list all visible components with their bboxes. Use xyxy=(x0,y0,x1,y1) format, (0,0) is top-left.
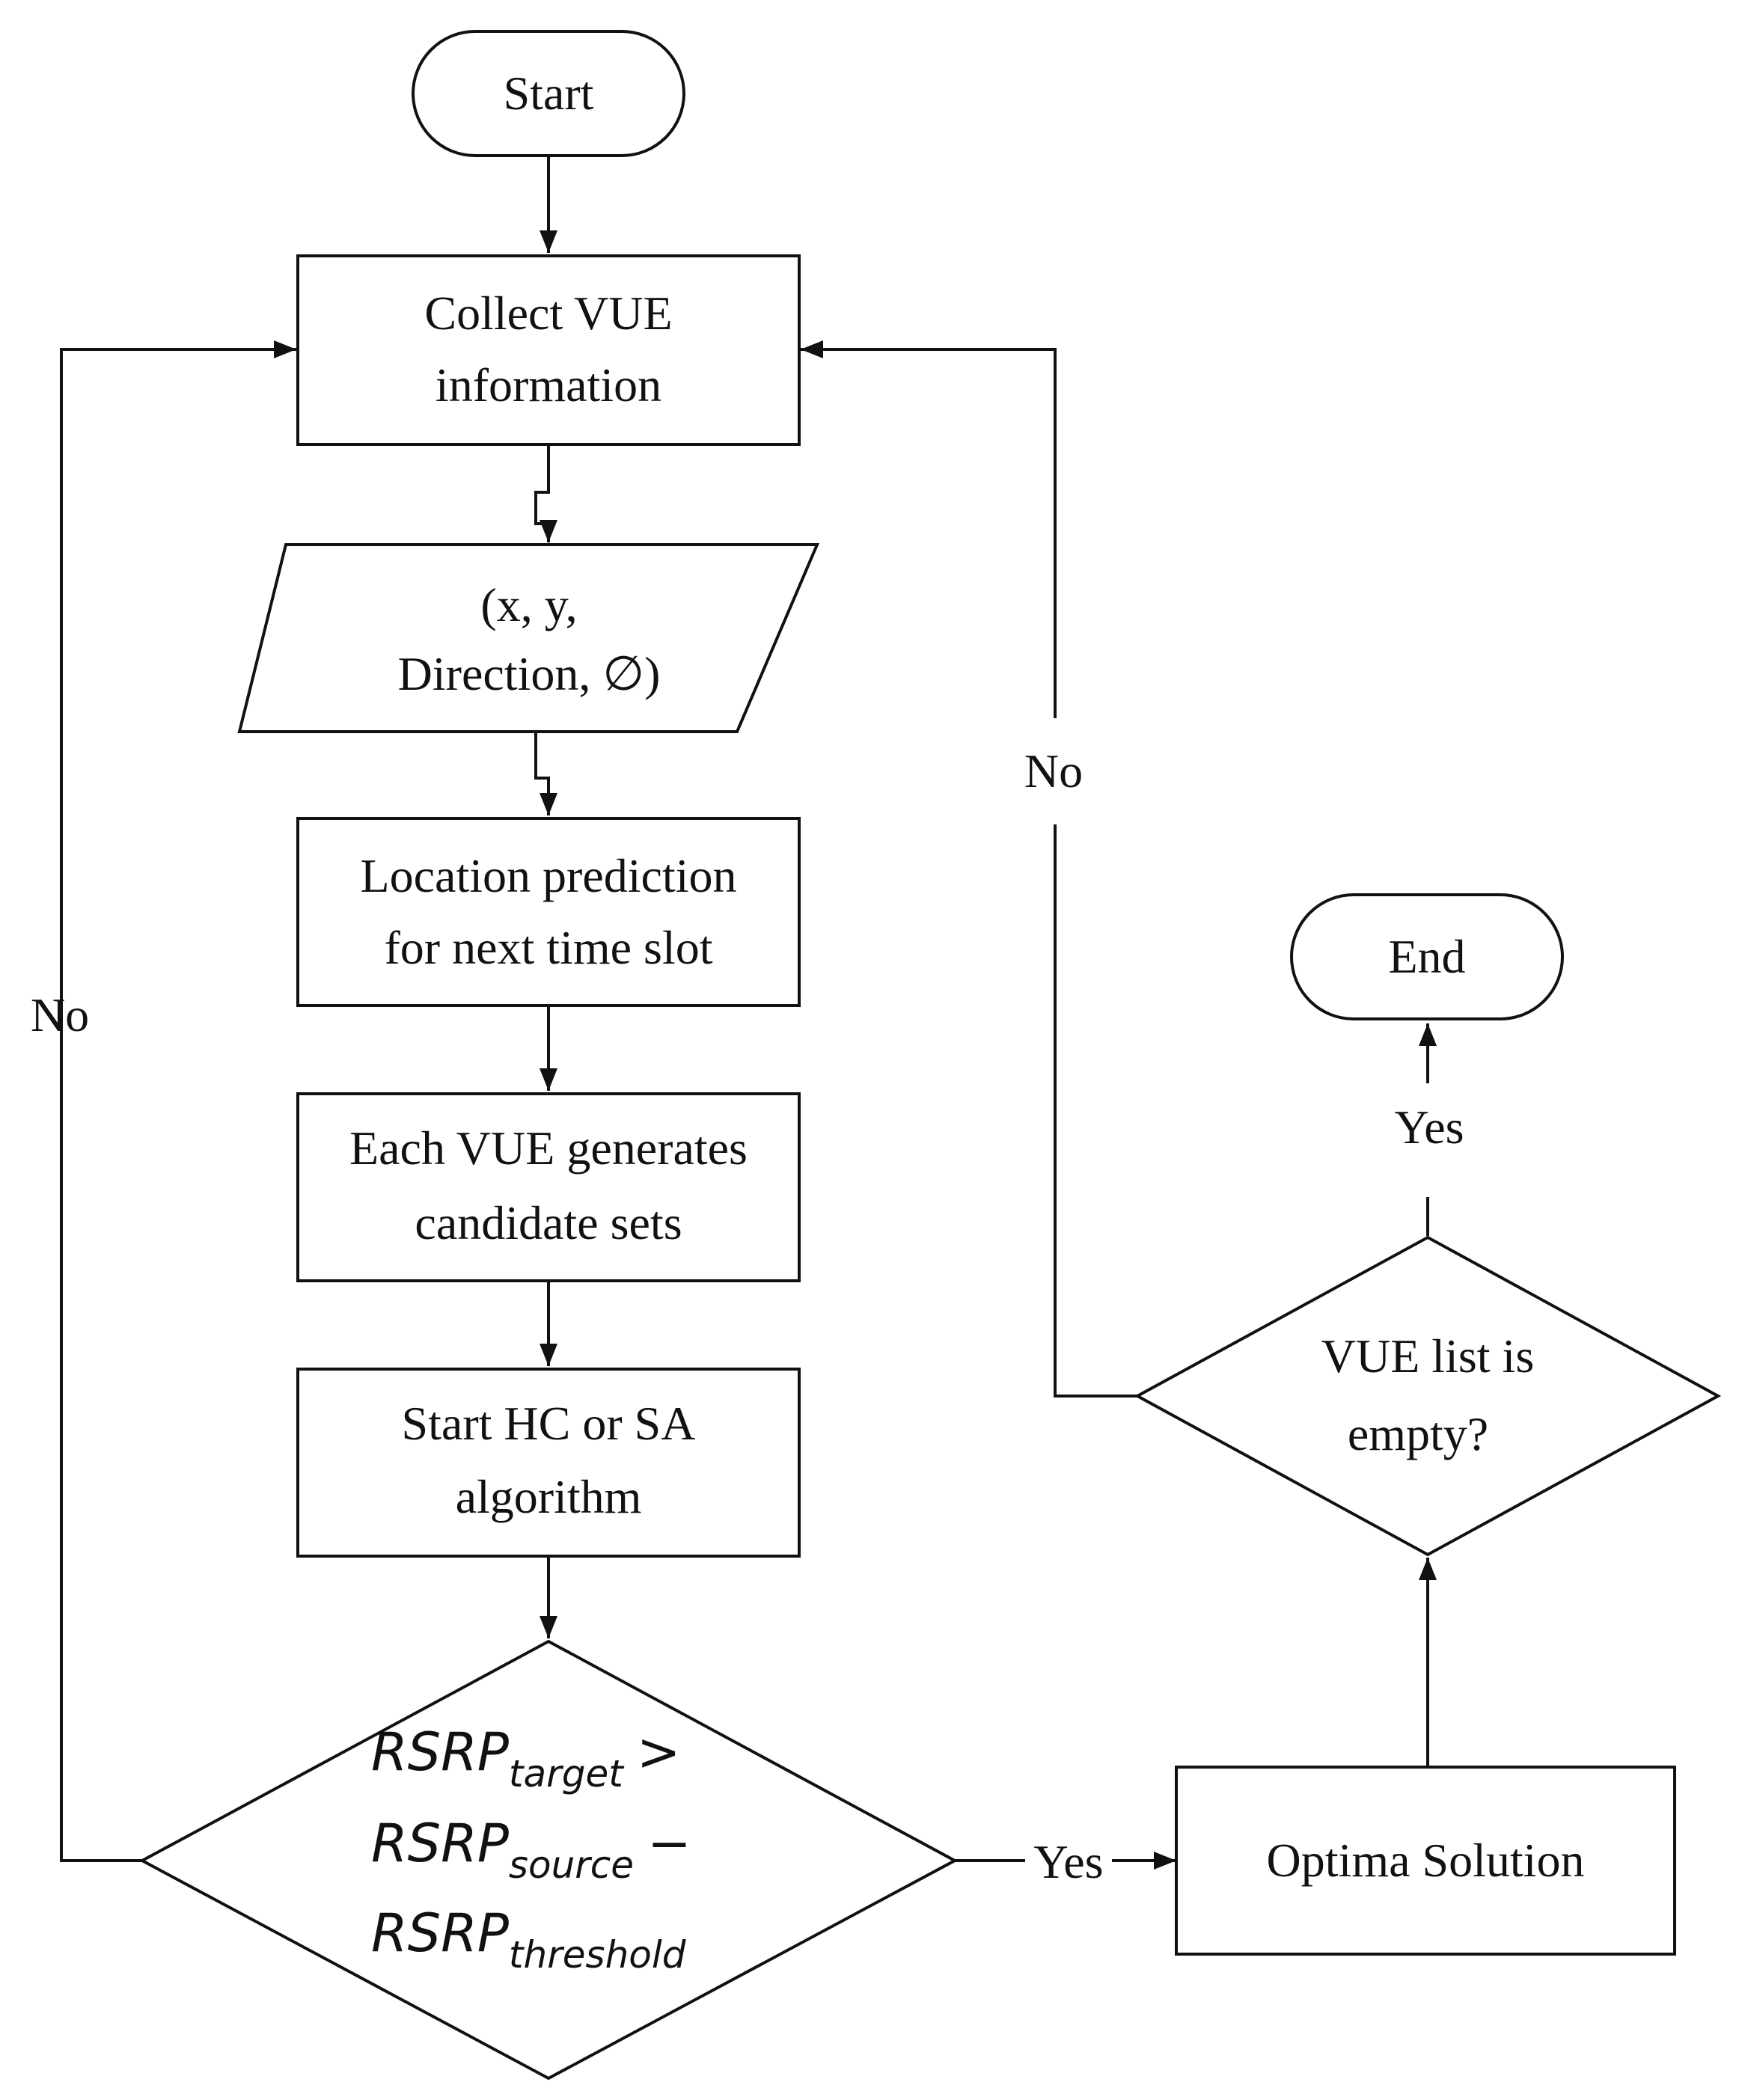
node-predict: Location prediction for next time slot xyxy=(296,817,801,1007)
edge-label-empty-no: No xyxy=(1024,744,1083,798)
node-candidates-line1: Each VUE generates xyxy=(349,1121,748,1175)
node-candidates-line2: candidate sets xyxy=(415,1196,682,1249)
node-decision-empty: VUE list is empty? xyxy=(1134,1235,1722,1557)
node-optimal: Optima Solution xyxy=(1175,1766,1676,1956)
node-input-line1: (x, y, xyxy=(480,578,577,631)
node-predict-line2: for next time slot xyxy=(384,921,712,974)
decision-rsrp-line1: RSRPtarget> xyxy=(371,1721,680,1796)
node-input: (x, y, Direction, ∅) xyxy=(237,543,820,733)
node-candidates: Each VUE generates candidate sets xyxy=(296,1092,801,1282)
node-collect-line2: information xyxy=(436,358,661,411)
node-predict-line1: Location prediction xyxy=(361,849,737,902)
node-end: End xyxy=(1290,893,1564,1020)
node-decision-empty-line1: VUE list is xyxy=(1321,1329,1534,1383)
edges xyxy=(60,156,1437,1870)
edge-label-empty-yes: Yes xyxy=(1394,1100,1464,1154)
edge-input-to-predict xyxy=(534,733,557,815)
node-algorithm: Start HC or SA algorithm xyxy=(296,1368,801,1558)
edge-empty-no-upper xyxy=(801,340,1057,718)
node-optimal-label: Optima Solution xyxy=(1267,1834,1585,1887)
edge-rsrp-no-loop xyxy=(60,340,296,1862)
node-collect-line1: Collect VUE xyxy=(424,287,672,340)
node-algorithm-line1: Start HC or SA xyxy=(402,1397,696,1450)
edge-collect-to-input xyxy=(534,445,557,542)
node-decision-rsrp: RSRPtarget> RSRPsource− RSRPthreshold xyxy=(138,1639,959,2081)
node-end-label: End xyxy=(1388,930,1465,983)
node-input-line2: Direction, ∅) xyxy=(398,647,661,700)
node-start-label: Start xyxy=(504,67,594,120)
decision-rsrp-line3: RSRPthreshold xyxy=(371,1902,686,1977)
node-collect: Collect VUE information xyxy=(296,254,801,446)
decision-rsrp-line2: RSRPsource− xyxy=(371,1813,691,1887)
node-start: Start xyxy=(412,30,685,157)
edge-label-rsrp-yes: Yes xyxy=(1033,1835,1103,1888)
edge-empty-no-lower xyxy=(1054,824,1137,1398)
node-decision-empty-line2: empty? xyxy=(1348,1407,1488,1460)
node-algorithm-line2: algorithm xyxy=(456,1470,642,1523)
edge-label-rsrp-no: No xyxy=(31,988,89,1041)
